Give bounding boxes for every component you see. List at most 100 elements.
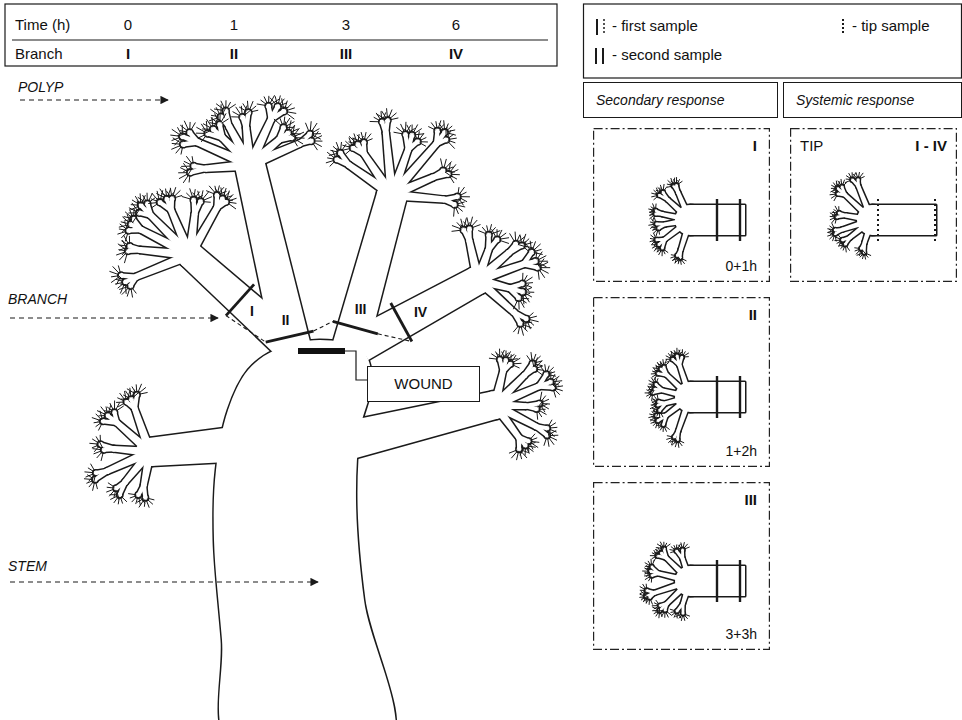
tentacle-line <box>646 584 647 589</box>
branch-numeral: III <box>744 491 757 509</box>
tentacle-line <box>660 362 663 366</box>
tentacle-line <box>532 359 534 367</box>
section-header: Systemic response <box>783 82 962 118</box>
tentacle-line <box>314 140 322 141</box>
tentacle-line <box>534 250 541 252</box>
tentacle-line <box>510 355 512 362</box>
tentacle-line <box>146 500 149 507</box>
tentacle-line <box>131 288 133 297</box>
tentacle-line <box>456 207 459 214</box>
tentacle-line <box>535 358 537 367</box>
tentacle-line <box>203 128 211 129</box>
colony-fill <box>186 206 219 257</box>
tentacle-line <box>167 191 171 196</box>
tentacle-line <box>648 390 653 393</box>
tentacle-line <box>649 416 655 418</box>
tentacle-line <box>649 224 655 225</box>
tentacle-line <box>545 365 546 372</box>
tentacle-line <box>521 450 527 452</box>
tentacle-line <box>285 101 287 109</box>
tentacle-line <box>232 116 240 117</box>
tentacle-line <box>225 101 226 108</box>
tentacle-line <box>96 423 101 427</box>
tentacle-line <box>549 431 556 435</box>
tentacle-line <box>650 240 655 241</box>
tentacle-line <box>497 230 498 237</box>
tentacle-line <box>655 552 660 553</box>
tentacle-line <box>329 153 337 155</box>
tentacle-line <box>287 108 295 111</box>
tentacle-line <box>129 494 136 495</box>
tentacle-line <box>659 607 661 613</box>
tentacle-line <box>124 217 131 219</box>
tentacle-line <box>528 446 535 447</box>
tentacle-line <box>380 112 382 120</box>
tentacle-line <box>100 435 101 442</box>
tentacle-line <box>436 122 437 129</box>
tentacle-line <box>550 372 551 380</box>
time-label: 1+2h <box>725 443 757 460</box>
tentacle-line <box>439 124 443 131</box>
tentacle-line <box>652 605 658 606</box>
tentacle-line <box>121 497 126 502</box>
tentacle-line <box>643 584 646 589</box>
colony-outline <box>210 127 215 132</box>
tentacle-line <box>666 359 671 360</box>
sample-panel: TIPI - IV <box>790 128 957 282</box>
tentacle-line <box>846 246 849 251</box>
tentacle-line <box>520 452 522 459</box>
tentacle-line <box>140 497 145 503</box>
tentacle-line <box>539 404 547 408</box>
tentacle-line <box>671 551 675 552</box>
tentacle-line <box>210 123 217 124</box>
tentacle-line <box>669 354 672 358</box>
tentacle-line <box>449 163 450 172</box>
tentacle-line <box>553 380 562 382</box>
tentacle-line <box>268 96 269 103</box>
tentacle-line <box>654 606 658 608</box>
tentacle-line <box>536 412 538 420</box>
tentacle-line <box>662 360 664 366</box>
tentacle-line <box>529 316 537 318</box>
sample-panel: I0+1h <box>593 128 770 282</box>
tentacle-line <box>550 427 557 429</box>
tentacle-line <box>130 496 136 498</box>
tentacle-line <box>330 161 335 166</box>
tentacle-line <box>663 427 664 432</box>
tentacle-line <box>131 214 137 217</box>
tentacle-line <box>333 147 338 151</box>
tentacle-line <box>654 218 655 222</box>
colony-fill <box>651 566 660 575</box>
tentacle-line <box>518 301 519 310</box>
table-cell: 3 <box>342 16 350 34</box>
tentacle-line <box>129 236 130 243</box>
tentacle-line <box>460 192 466 195</box>
tentacle-line <box>648 561 650 565</box>
tentacle-line <box>214 109 223 110</box>
tentacle-line <box>87 481 93 483</box>
legend-sample-line <box>596 19 598 35</box>
tentacle-line <box>349 142 355 144</box>
panel-border <box>791 129 957 282</box>
colony-outline <box>872 205 936 235</box>
legend-sample-line <box>602 48 604 64</box>
cut-marker <box>266 331 314 342</box>
tentacle-line <box>247 101 249 109</box>
tentacle-line <box>346 150 351 154</box>
table-frame <box>5 4 557 66</box>
tentacle-line <box>674 546 676 550</box>
tentacle-line <box>676 178 677 184</box>
tentacle-line <box>295 137 304 139</box>
tentacle-line <box>846 179 851 180</box>
tentacle-line <box>655 193 661 194</box>
tentacle-line <box>286 104 291 110</box>
tentacle-line <box>838 181 841 185</box>
tentacle-line <box>203 201 210 203</box>
tentacle-line <box>555 382 560 386</box>
sample-panel: III3+3h <box>593 482 770 650</box>
tentacle-line <box>672 612 676 615</box>
tentacle-line <box>525 288 531 291</box>
tentacle-line <box>241 106 243 114</box>
tentacle-line <box>517 452 519 460</box>
